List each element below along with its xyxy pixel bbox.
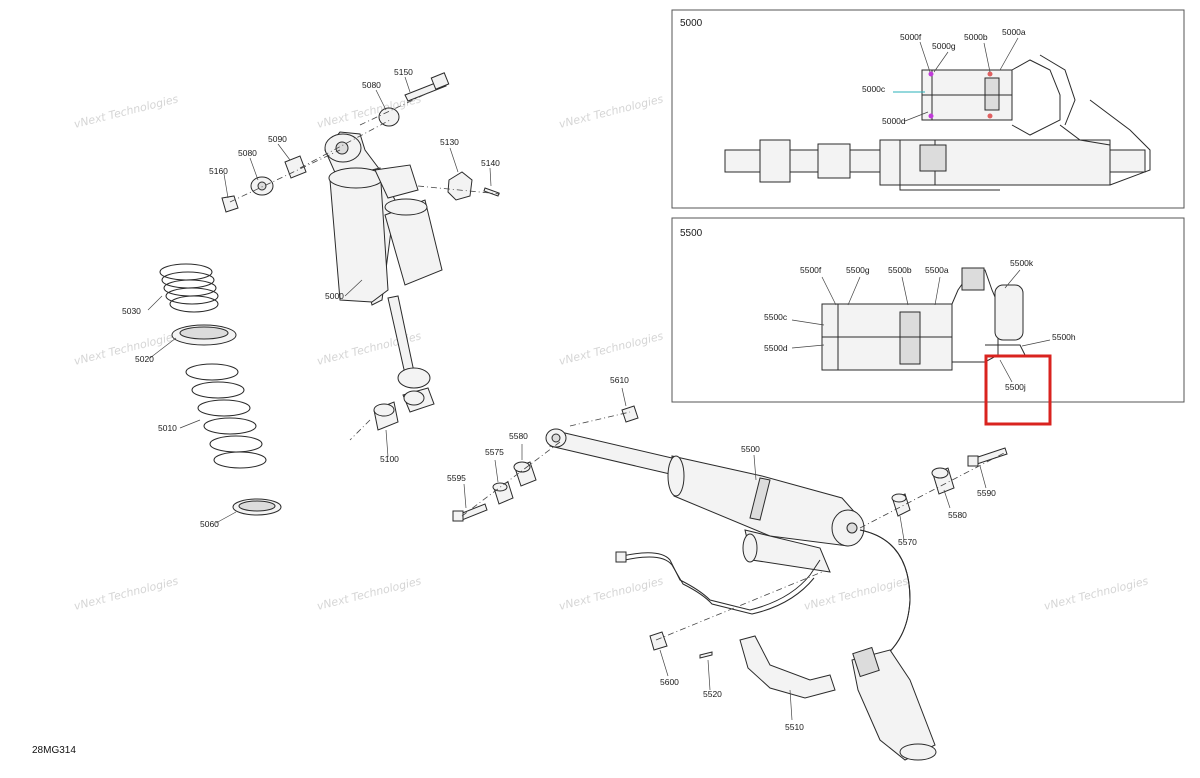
- highlight-box: [984, 354, 1052, 426]
- part-number: 5000: [325, 291, 344, 301]
- callout-label: 5500b: [888, 265, 912, 275]
- part-number: 5600: [660, 677, 679, 687]
- watermark: vNext Technologies: [558, 92, 665, 131]
- callout-label: 5500j: [1005, 382, 1026, 392]
- part-number: 5060: [200, 519, 219, 529]
- part-number: 5080: [238, 148, 257, 158]
- part-number: 5130: [440, 137, 459, 147]
- callout-label: 5500h: [1052, 332, 1076, 342]
- diagram-code: 28MG314: [32, 745, 76, 756]
- part-number: 5080: [362, 80, 381, 90]
- callout-label: 5500f: [800, 265, 822, 275]
- part-number: 5100: [380, 454, 399, 464]
- part-number: 5150: [394, 67, 413, 77]
- part-number: 5500: [741, 444, 760, 454]
- callout-label: 5000b: [964, 32, 988, 42]
- part-number: 5510: [785, 722, 804, 732]
- callout-label: 5000c: [862, 84, 886, 94]
- watermark: vNext Technologies: [803, 574, 910, 613]
- part-number-labels: 5000 5010 5020 5030 5060 5080 5080 5090 …: [122, 67, 996, 732]
- watermark: vNext Technologies: [73, 574, 180, 613]
- spring-5030: [159, 263, 219, 313]
- part-number: 5580: [509, 431, 528, 441]
- part-number: 5570: [898, 537, 917, 547]
- spring-5010: [185, 363, 267, 469]
- part-number: 5020: [135, 354, 154, 364]
- callout-label: 5000a: [1002, 27, 1026, 37]
- callout-label: 5000g: [932, 41, 956, 51]
- part-number: 5590: [977, 488, 996, 498]
- part-number: 5580: [948, 510, 967, 520]
- clip-5060: [232, 498, 282, 516]
- detail-title: 5500: [680, 228, 703, 239]
- callout-label: 5500c: [764, 312, 788, 322]
- part-number: 5090: [268, 134, 287, 144]
- detail-box-5000: 5000 5000f 5000g 5000b 5000a 5000c 5000d: [671, 9, 1185, 209]
- part-number: 5520: [703, 689, 722, 699]
- watermark: vNext Technologies: [73, 329, 180, 368]
- shock-5000-assembly: [147, 72, 501, 524]
- part-number: 5575: [485, 447, 504, 457]
- part-number: 5140: [481, 158, 500, 168]
- callout-label: 5000f: [900, 32, 922, 42]
- watermark: vNext Technologies: [558, 329, 665, 368]
- callout-label: 5000d: [882, 116, 906, 126]
- detail-box-5500: 5500 5500f 5500g 5500b 5500a 5500k 5500c…: [671, 217, 1185, 403]
- watermark: vNext Technologies: [316, 574, 423, 613]
- part-number: 5030: [122, 306, 141, 316]
- watermark: vNext Technologies: [73, 92, 180, 131]
- callout-label: 5500k: [1010, 258, 1034, 268]
- detail-title: 5000: [680, 18, 703, 29]
- shock-5500-assembly: [452, 387, 1008, 761]
- watermark: vNext Technologies: [1043, 574, 1150, 613]
- callout-label: 5500g: [846, 265, 870, 275]
- part-number: 5610: [610, 375, 629, 385]
- callout-label: 5500a: [925, 265, 949, 275]
- watermark: vNext Technologies: [558, 574, 665, 613]
- collar-5020: [171, 324, 237, 346]
- part-number: 5160: [209, 166, 228, 176]
- part-number: 5595: [447, 473, 466, 483]
- callout-label: 5500d: [764, 343, 788, 353]
- part-number: 5010: [158, 423, 177, 433]
